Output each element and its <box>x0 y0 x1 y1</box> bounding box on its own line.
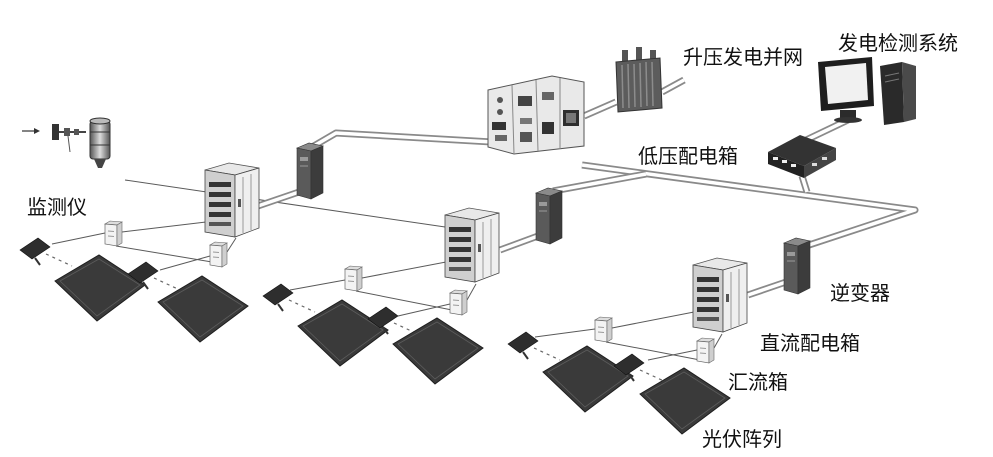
inverter-2 <box>535 187 563 245</box>
label-monitor: 监测仪 <box>27 195 87 219</box>
label-combiner-box: 汇流箱 <box>728 370 788 394</box>
array-wiring <box>51 179 723 361</box>
combiner-box-2 <box>209 241 228 268</box>
pv-panel-large-6 <box>639 367 731 435</box>
monitoring-computer <box>818 57 916 125</box>
combiner-box-3 <box>344 265 363 292</box>
label-inverter: 逆变器 <box>830 281 890 305</box>
label-monitoring-system: 发电检测系统 <box>838 31 958 55</box>
monitoring-instrument <box>22 117 111 168</box>
combiner-box-4 <box>449 289 468 316</box>
inverter-1 <box>296 142 324 200</box>
inverter-3 <box>783 237 811 295</box>
computer-tower <box>880 62 904 125</box>
label-grid-connection: 升压发电并网 <box>683 45 803 69</box>
pv-panel-large-5 <box>542 345 634 413</box>
dc-distribution-cabinet-3 <box>692 257 748 333</box>
pv-panel-small-1 <box>19 237 73 267</box>
dc-distribution-cabinets <box>204 162 748 333</box>
label-pv-array: 光伏阵列 <box>702 427 782 451</box>
pv-panel-large-3 <box>297 299 389 367</box>
pv-panel-large-4 <box>392 317 484 385</box>
combiner-box-6 <box>696 337 715 364</box>
step-up-transformer <box>615 47 663 113</box>
pv-panel-small-3 <box>262 283 316 313</box>
switchgear-panel <box>487 75 585 155</box>
pv-panel-large-1 <box>54 254 146 322</box>
pv-arrays <box>19 237 731 435</box>
dc-distribution-cabinet-2 <box>444 207 500 283</box>
pv-panel-large-2 <box>157 275 249 343</box>
pv-panel-small-5 <box>507 331 561 361</box>
low-voltage-distribution-box <box>768 135 836 178</box>
combiner-box-1 <box>104 220 123 247</box>
monitor-signal-line <box>124 179 453 229</box>
label-dc-distribution-box: 直流配电箱 <box>760 331 860 355</box>
combiner-box-5 <box>594 316 613 343</box>
label-low-voltage-box: 低压配电箱 <box>638 144 738 168</box>
ac-bus-lines <box>256 76 919 299</box>
dc-distribution-cabinet-1 <box>204 162 260 238</box>
